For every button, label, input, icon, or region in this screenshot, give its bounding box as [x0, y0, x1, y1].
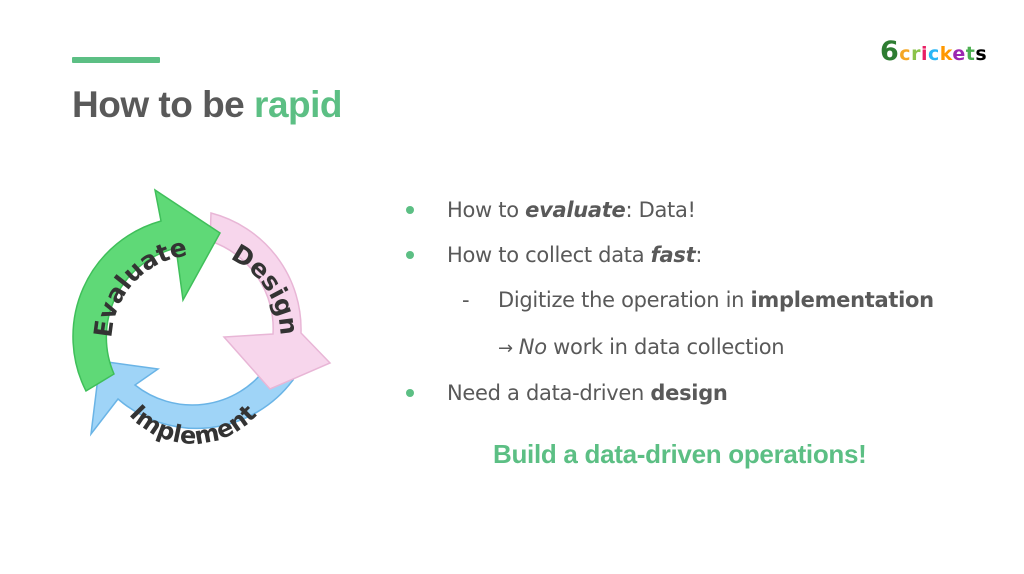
evaluate-arrow [72, 188, 221, 393]
bullet-text-pre: Need a data-driven [447, 381, 651, 405]
callout-text: Build a data-driven operations! [493, 439, 867, 469]
bullet-text: →No work in data collection [498, 332, 785, 364]
bullet-text: Digitize the operation in implementation [498, 285, 934, 315]
title-prefix: How to be [72, 84, 255, 125]
bullet-text-em: fast [650, 243, 696, 267]
logo-six: 6 [880, 36, 900, 67]
title-highlight: rapid [254, 84, 343, 125]
sixcrickets-logo: 6crickets [880, 36, 987, 67]
bullet-text-post: : [695, 243, 703, 267]
slide-title: How to be rapid [72, 84, 343, 126]
bullet-text: Need a data-driven design [447, 378, 728, 408]
bullet-text-post: work in data collection [546, 335, 785, 359]
bullet-text-post: : Data! [625, 198, 696, 222]
bullet-text-bold: implementation [750, 288, 935, 312]
implement-arrow [89, 360, 295, 437]
bullet-text-em: No [518, 335, 547, 359]
bullet-text-pre: Digitize the operation in [498, 288, 751, 312]
title-accent-bar [72, 57, 160, 63]
logo-letter: i [920, 43, 928, 65]
bullet-dot [406, 251, 414, 259]
logo-letter: s [975, 43, 988, 65]
bullet-text-em: evaluate [525, 198, 626, 222]
cycle-diagram: Evaluate Design Implement [30, 178, 360, 493]
bullet-dot [406, 389, 414, 397]
sub-bullet-dash: - [462, 288, 470, 312]
logo-letter: t [965, 43, 976, 65]
bullet-text-pre: How to collect data [447, 243, 651, 267]
logo-letter: e [952, 43, 966, 65]
right-arrow-icon: → [498, 338, 513, 359]
bullet-text-bold: design [650, 381, 728, 405]
logo-letter: c [899, 43, 912, 65]
logo-letter: k [939, 43, 953, 65]
bullet-dot [406, 206, 414, 214]
logo-letter: r [911, 43, 921, 65]
bullet-text: How to evaluate: Data! [447, 195, 696, 225]
bullet-text: How to collect data fast: [447, 240, 702, 270]
bullet-text-pre: How to [447, 198, 526, 222]
logo-letter: c [927, 43, 940, 65]
design-arrow [209, 212, 332, 390]
